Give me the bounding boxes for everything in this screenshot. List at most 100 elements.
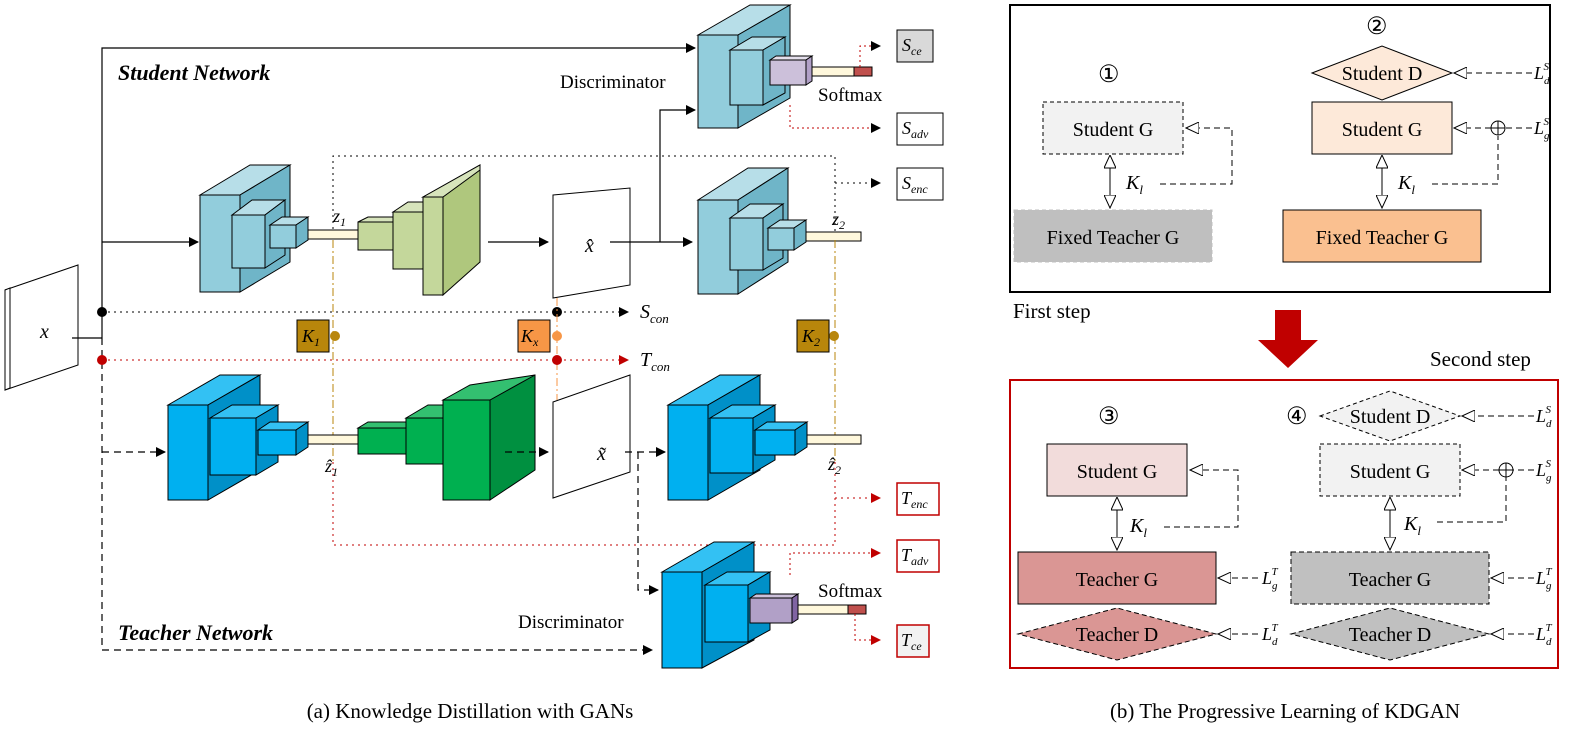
s4-teacher-d-label: Teacher D: [1349, 624, 1431, 646]
s2-lgs-label: LgS: [1533, 116, 1550, 142]
s4-kl-feedback-line: [1437, 477, 1507, 523]
student-encoder-1: [198, 164, 359, 293]
s1-student-g-box: [1042, 101, 1184, 155]
student-discriminator-label: Discriminator: [560, 72, 666, 93]
s2-student-d-diamond: [1310, 45, 1454, 101]
teacher-encoder-2: [666, 374, 862, 501]
t-con-label: Tcon: [640, 349, 670, 374]
k2-box: [796, 319, 830, 353]
s3-student-g-box: [1046, 443, 1188, 497]
kx-box: [517, 319, 551, 353]
teacher-network-title: Teacher Network: [118, 620, 273, 645]
panel-a-caption: (a) Knowledge Distillation with GANs: [307, 699, 634, 723]
xhat-con-dot: [552, 307, 562, 317]
s3-teacher-g-box: [1017, 551, 1217, 605]
teacher-con-dot: [97, 355, 107, 365]
first-step-frame: [1009, 4, 1551, 293]
panel-b: First step ① ② Student G Fixed Teacher G…: [1009, 4, 1559, 723]
s4-teacher-g-box: [1290, 551, 1490, 605]
s1-fixed-teacher-box: [1013, 209, 1213, 263]
s2-kl-label: Kl: [1397, 172, 1415, 197]
s-enc-label: Senc: [902, 173, 928, 196]
xhat-to-discriminator-line: [659, 105, 696, 242]
student-dotted-frame: [332, 155, 836, 235]
step-1-marker: ①: [1098, 62, 1120, 88]
s3-student-g-label: Student G: [1077, 461, 1158, 483]
second-step-label: Second step: [1430, 347, 1531, 371]
kx-dot: [552, 331, 562, 341]
k1-dot: [330, 331, 340, 341]
z1-label: z1: [332, 206, 346, 229]
teacher-discriminator-label: Discriminator: [518, 612, 624, 633]
x-tilde-image: x̃: [552, 374, 631, 499]
s3-kl-feedback-line: [1164, 470, 1239, 528]
xtilde-to-discriminator-line: [637, 452, 659, 595]
s2-student-g-box: [1311, 101, 1453, 155]
step-2-marker: ②: [1366, 14, 1388, 40]
s-ce-label: Sce: [902, 35, 922, 58]
student-softmax-label: Softmax: [818, 85, 883, 106]
t-adv-line: [789, 548, 881, 575]
k1-label: K1: [301, 326, 320, 349]
s4-lgt-label: LgT: [1535, 566, 1553, 592]
s-ce-line: [859, 41, 881, 67]
teacher-softmax-label: Softmax: [818, 581, 883, 602]
s-adv-label: Sadv: [902, 118, 929, 141]
t-adv-box: [896, 539, 940, 573]
s1-student-g-label: Student G: [1073, 119, 1154, 141]
s2-fixed-teacher-box: [1282, 209, 1482, 263]
x-to-student-discriminator-line: [101, 43, 696, 338]
input-x-label: x: [39, 321, 49, 343]
panel-a: x Student Network Teacher Network Scon T…: [4, 4, 944, 723]
z2-hat-label: ẑ2: [827, 454, 841, 477]
x-hat-label: x̂: [584, 235, 594, 257]
s3-ldt-label: LdT: [1261, 622, 1279, 648]
s3-teacher-g-label: Teacher G: [1076, 569, 1158, 591]
panel-b-caption: (b) The Progressive Learning of KDGAN: [1110, 699, 1460, 723]
s4-lgs-label: LgS: [1535, 458, 1552, 484]
s-ce-box: [896, 29, 934, 63]
student-con-dot: [97, 307, 107, 317]
s2-fixed-teacher-label: Fixed Teacher G: [1316, 227, 1449, 249]
k2-dot: [829, 331, 839, 341]
x-tilde-label: x̃: [596, 443, 606, 465]
t-adv-label: Tadv: [901, 545, 929, 568]
s-con-label: Scon: [640, 301, 669, 326]
s4-teacher-g-label: Teacher G: [1349, 569, 1431, 591]
s4-ldt-label: LdT: [1535, 622, 1553, 648]
s2-student-d-label: Student D: [1342, 63, 1423, 85]
s1-fixed-teacher-label: Fixed Teacher G: [1047, 227, 1180, 249]
s3-kl-label: Kl: [1129, 515, 1147, 540]
xtilde-con-dot: [552, 355, 562, 365]
s2-kl-feedback-line: [1432, 136, 1499, 185]
k1-box: [296, 319, 330, 353]
s-adv-line: [789, 105, 881, 133]
s4-student-g-box: [1319, 443, 1461, 497]
s4-lds-label: LdS: [1535, 404, 1552, 430]
s4-student-g-label: Student G: [1350, 461, 1431, 483]
teacher-discriminator: [660, 541, 867, 669]
z2-label: z2: [831, 209, 845, 232]
s2-student-g-label: Student G: [1342, 119, 1423, 141]
t-ce-label: Tce: [901, 630, 922, 653]
student-network-title: Student Network: [118, 60, 270, 85]
teacher-encoder-1: [166, 374, 359, 501]
s2-lds-label: LdS: [1533, 61, 1550, 87]
s1-kl-feedback-line: [1160, 128, 1233, 185]
student-discriminator: [696, 4, 873, 129]
student-decoder: [357, 164, 481, 297]
input-image-x: x: [4, 264, 79, 391]
teacher-decoder: [356, 374, 536, 501]
z1-hat-label: ẑ1: [324, 456, 338, 479]
step-3-marker: ③: [1098, 404, 1120, 430]
s1-kl-label: Kl: [1125, 172, 1143, 197]
t-enc-label: Tenc: [901, 488, 928, 511]
k2-label: K2: [801, 326, 820, 349]
s3-teacher-d-diamond: [1016, 607, 1218, 661]
x-hat-image: x̂: [552, 187, 631, 299]
s-enc-box: [896, 167, 944, 201]
kx-label: Kx: [520, 326, 539, 349]
first-step-label: First step: [1013, 299, 1091, 323]
t-enc-box: [896, 482, 940, 516]
